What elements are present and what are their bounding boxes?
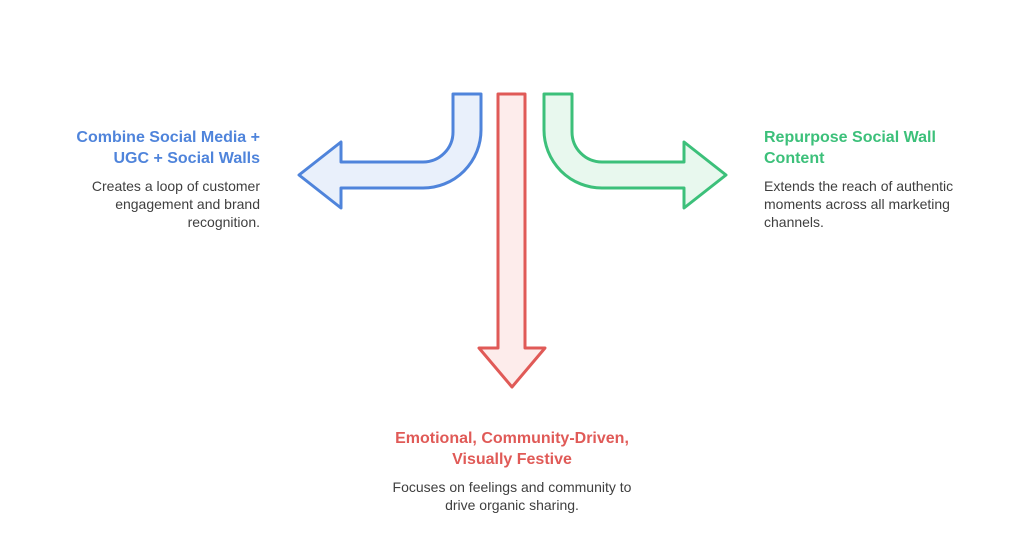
left-branch: Combine Social Media + UGC + Social Wall… xyxy=(40,127,260,231)
bottom-branch: Emotional, Community-Driven, Visually Fe… xyxy=(392,428,632,514)
right-branch-description: Extends the reach of authentic moments a… xyxy=(764,178,954,230)
left-branch-title: Combine Social Media + UGC + Social Wall… xyxy=(76,129,260,167)
bottom-branch-description: Focuses on feelings and community to dri… xyxy=(392,479,632,513)
left-branch-description: Creates a loop of customer engagement an… xyxy=(91,178,260,230)
right-curved-arrow xyxy=(542,92,728,210)
right-branch-title: Repurpose Social Wall Content xyxy=(764,129,936,167)
down-arrow xyxy=(477,92,547,389)
left-curved-arrow xyxy=(297,92,483,210)
bottom-branch-title: Emotional, Community-Driven, Visually Fe… xyxy=(395,430,629,468)
right-branch: Repurpose Social Wall Content Extends th… xyxy=(764,127,964,231)
